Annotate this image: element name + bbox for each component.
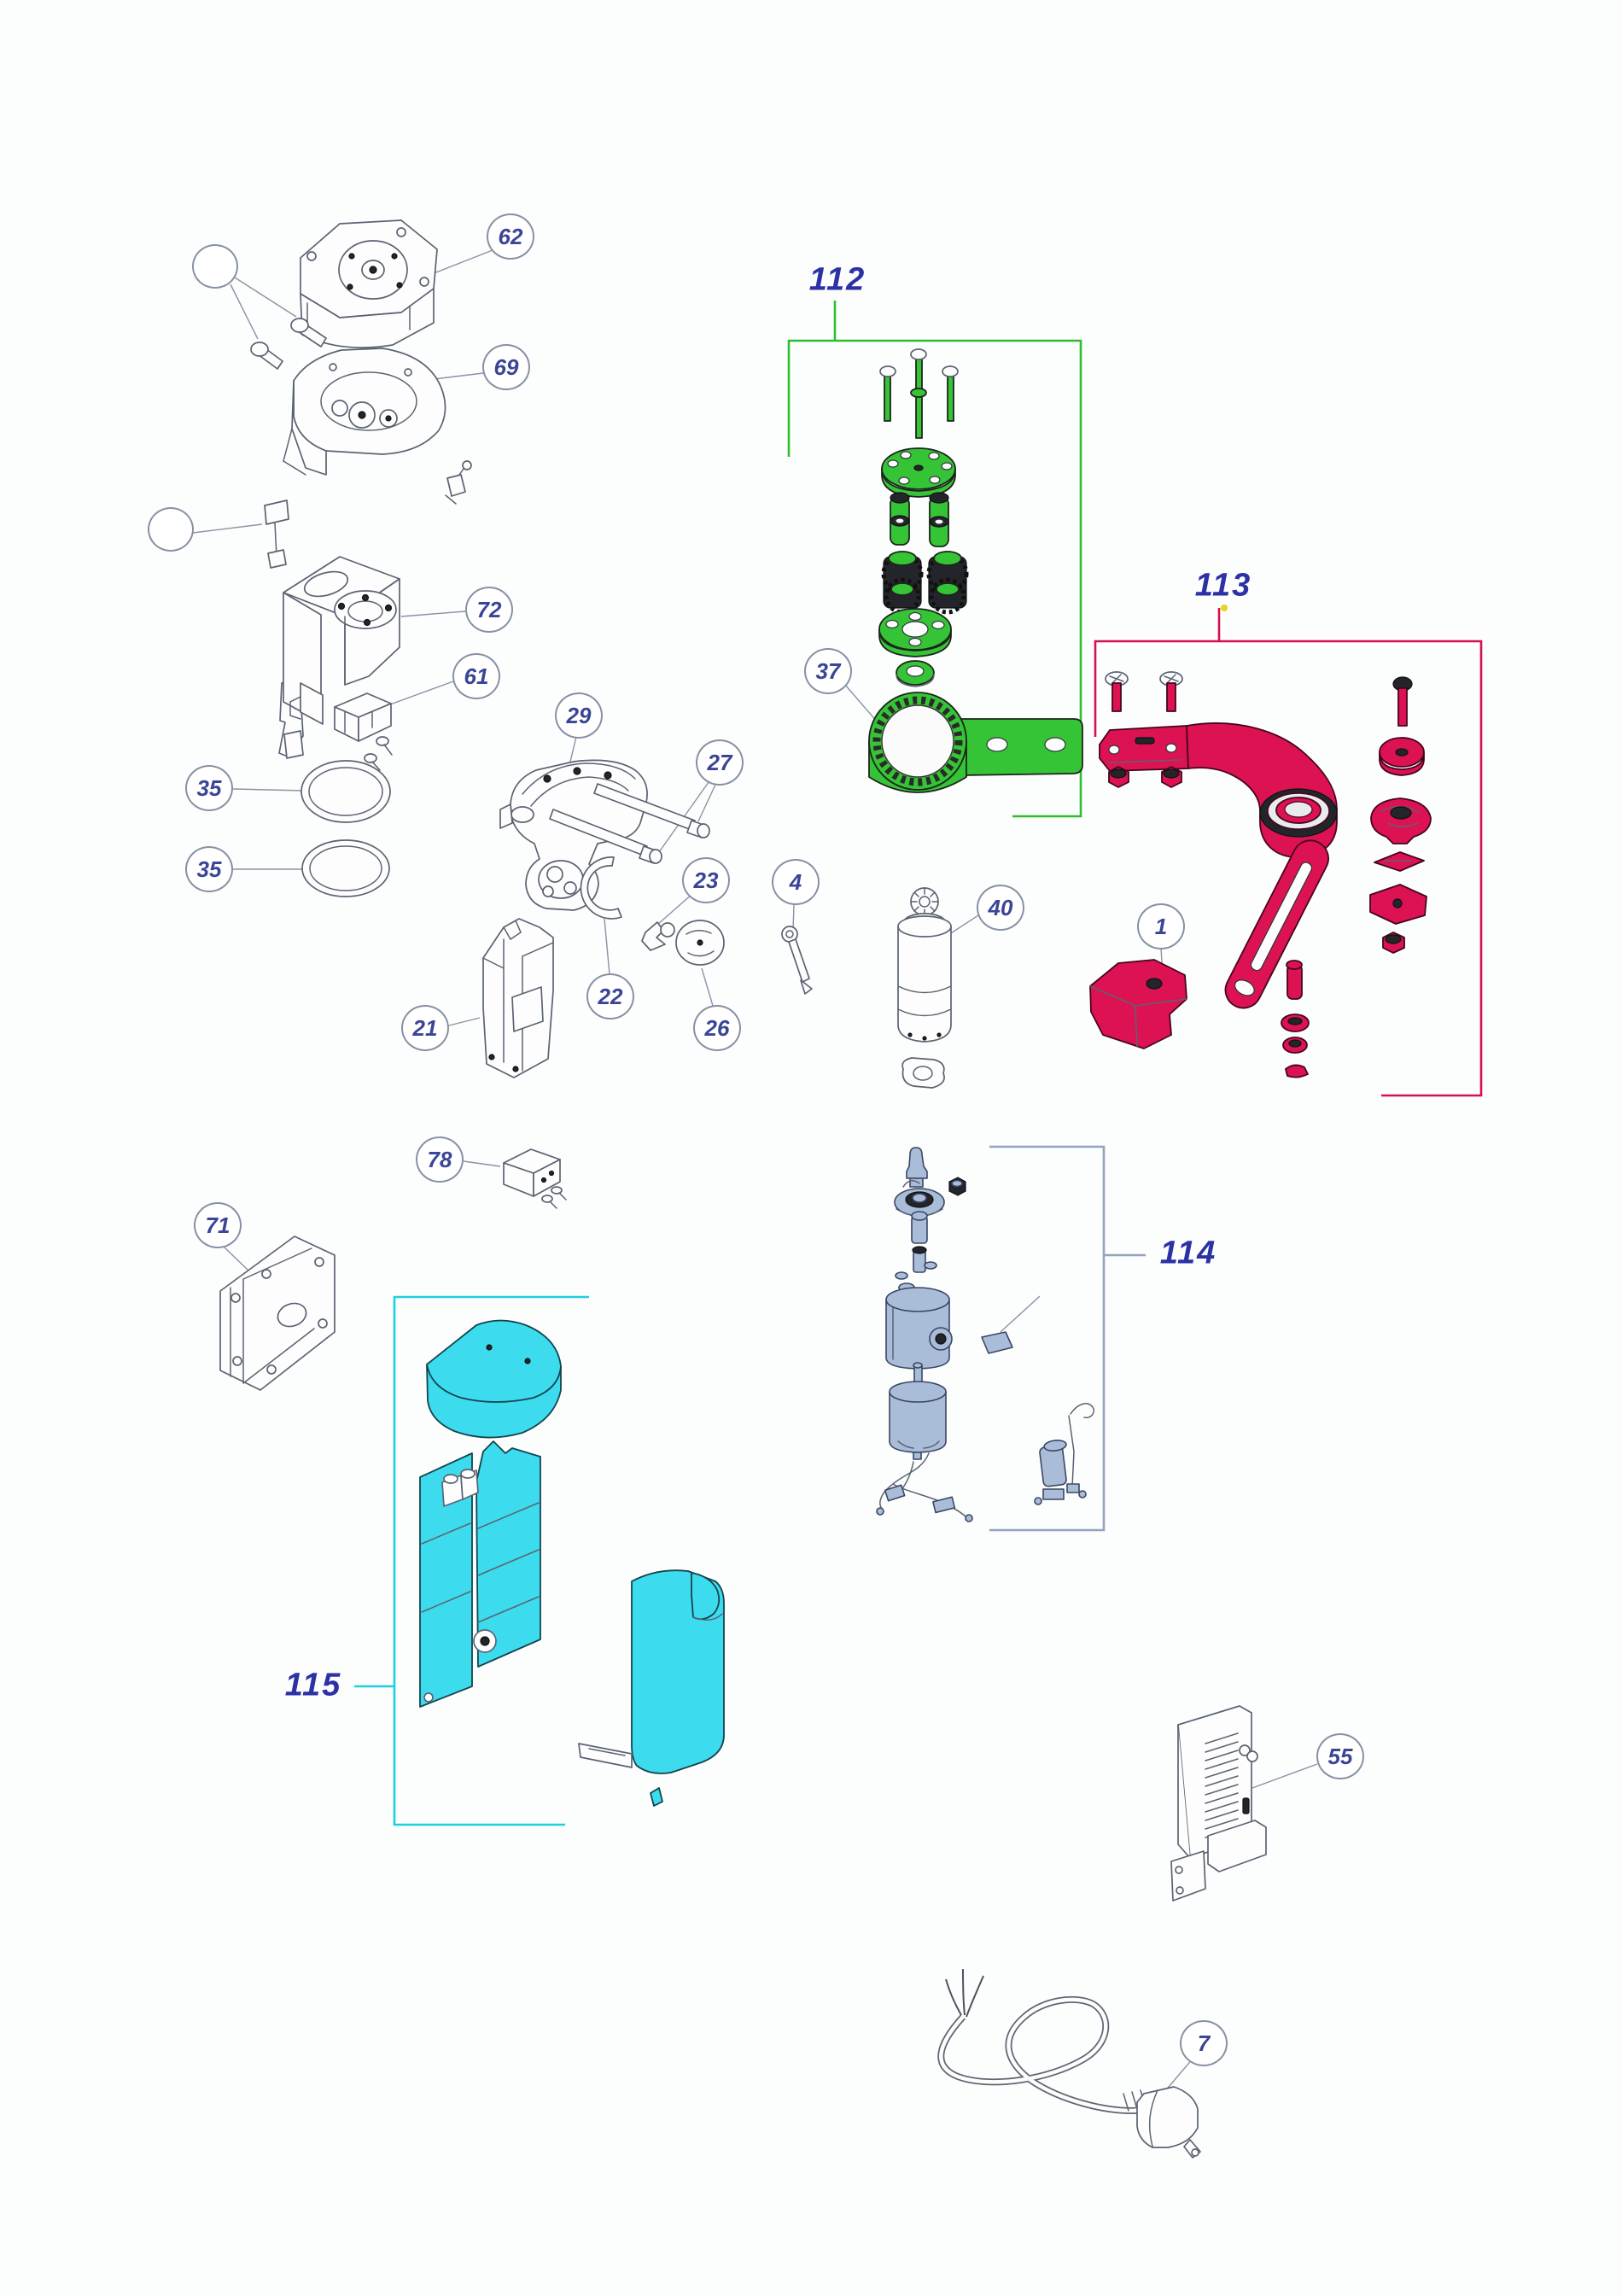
part-27-shafts [549, 783, 710, 864]
part-113-pawl [1374, 851, 1425, 872]
callout-26[interactable]: 26 [693, 1005, 741, 1051]
part-115-chassis-right [441, 1440, 541, 1668]
part-23-clip [641, 921, 675, 951]
callout-21[interactable]: 21 [401, 1005, 449, 1051]
part-29-gear-housing [499, 759, 648, 911]
part-7-power-cable [937, 1968, 1201, 2159]
part-113-curved-arm [1099, 722, 1338, 858]
part-112-bearing-ring [896, 660, 935, 687]
callout-35-lower[interactable]: 35 [185, 846, 233, 892]
part-113-disc [1379, 737, 1425, 776]
part-113-plate [1369, 884, 1427, 925]
part-112-screws [879, 348, 959, 439]
part-113-pin [1286, 960, 1303, 1000]
callout-23[interactable]: 23 [682, 857, 730, 903]
part-112-carrier-flange [878, 608, 952, 657]
part-114-bearing-plate [894, 1177, 966, 1217]
part-78-u-bracket [503, 1148, 567, 1209]
callout-35-upper[interactable]: 35 [185, 765, 233, 811]
part-115-front-shell [578, 1569, 725, 1807]
part-62-gearbox-cover [300, 219, 438, 348]
group-label-115[interactable]: 115 [284, 1667, 342, 1703]
part-114-shaft-plug [902, 1147, 928, 1188]
part-71-mounting-plate [219, 1236, 335, 1391]
group-112-bracket [787, 301, 1082, 818]
part-114-capacitor [1034, 1403, 1094, 1505]
part-113-flathead-screws [1105, 671, 1183, 712]
part-fastener-small [445, 460, 472, 505]
part-115-chassis-left [419, 1452, 473, 1708]
part-113-cam-rotor [1370, 797, 1432, 844]
part-motor-gasket [901, 1057, 945, 1089]
part-114-spacer-bolt [895, 1211, 937, 1293]
callout-1[interactable]: 1 [1137, 903, 1185, 949]
part-40-motor-pinion [897, 887, 952, 1043]
callout-blank-upper[interactable] [192, 244, 238, 289]
leader-lines [192, 249, 1318, 2105]
callout-55[interactable]: 55 [1316, 1733, 1364, 1779]
group-113-bracket [1094, 605, 1483, 1097]
part-55-control-unit [1170, 1705, 1267, 1902]
part-22-c-clip [580, 856, 622, 920]
part-cover-screws [250, 318, 327, 370]
callout-69[interactable]: 69 [482, 344, 530, 390]
callout-71[interactable]: 71 [194, 1202, 242, 1248]
group-label-112[interactable]: 112 [808, 261, 866, 298]
callout-27[interactable]: 27 [696, 739, 744, 786]
part-21-bracket-plate [482, 918, 554, 1078]
part-37-ring-gear-arm [868, 692, 1083, 793]
part-113-slotted-arm [1224, 839, 1329, 1009]
part-69-gearbox-housing [283, 348, 446, 476]
callout-blank-lower[interactable] [148, 507, 194, 552]
part-72-housing [283, 556, 400, 725]
part-114-armature [889, 1362, 947, 1460]
callout-72[interactable]: 72 [465, 587, 513, 633]
part-113-nuts [1108, 766, 1182, 788]
part-35-oring-upper [300, 760, 391, 823]
callout-61[interactable]: 61 [452, 653, 500, 699]
yellow-dot [1221, 605, 1228, 611]
callout-37[interactable]: 37 [804, 648, 852, 694]
group-115-bracket [354, 1295, 589, 1826]
part-113-pivot-screw [1392, 676, 1413, 727]
part-114-brush-sensor [981, 1295, 1041, 1354]
group-label-113[interactable]: 113 [1194, 567, 1252, 604]
callout-7[interactable]: 7 [1180, 2020, 1228, 2066]
callout-78[interactable]: 78 [416, 1136, 464, 1183]
group-label-114[interactable]: 114 [1159, 1235, 1217, 1271]
part-61-bracket [334, 692, 393, 771]
part-26-cap [675, 920, 725, 966]
part-1-mounting-bracket [1089, 959, 1187, 1049]
part-112-flange-disc [881, 447, 956, 498]
part-114-stator [885, 1287, 953, 1370]
callout-40[interactable]: 40 [977, 885, 1024, 931]
part-113-nut-lower [1382, 932, 1405, 954]
part-112-gear-cluster [881, 551, 969, 615]
part-112-planet-pins [890, 492, 949, 547]
part-113-washer-stack [1281, 1014, 1310, 1078]
group-114-bracket [989, 1145, 1146, 1532]
callout-62[interactable]: 62 [487, 213, 534, 260]
callout-4[interactable]: 4 [772, 859, 820, 905]
part-35-oring-lower [301, 839, 390, 897]
callout-29[interactable]: 29 [555, 692, 603, 739]
part-114-wiring-left [876, 1452, 973, 1522]
callout-22[interactable]: 22 [586, 973, 634, 1019]
part-115-top-cover [426, 1319, 562, 1439]
part-4-release-key [781, 926, 813, 995]
